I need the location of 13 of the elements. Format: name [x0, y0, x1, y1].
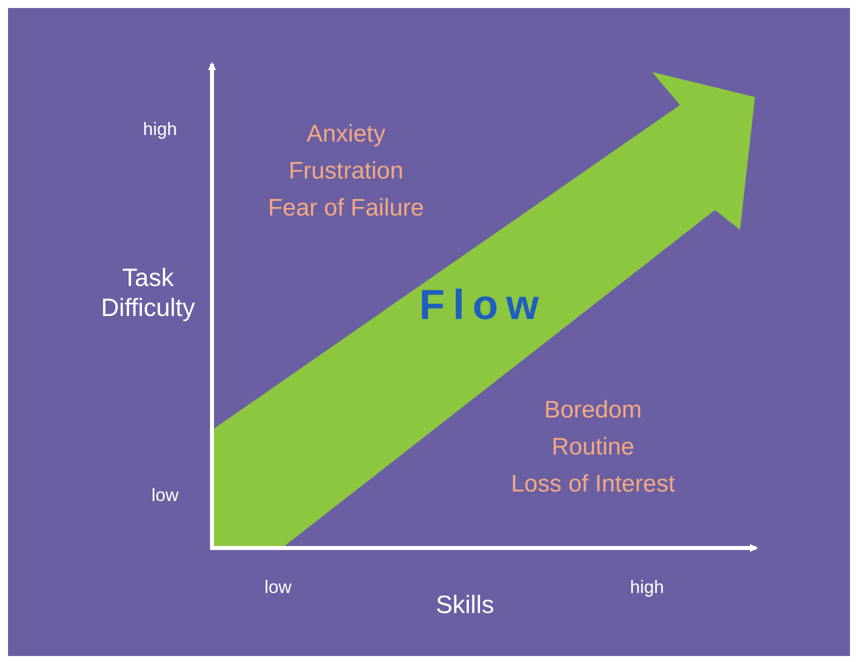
flow-label: Flow [419, 280, 547, 330]
tick-label: low [264, 577, 292, 599]
region-label: Anxiety [306, 120, 386, 150]
tick-label: high [630, 577, 664, 599]
region-label: Boredom [544, 396, 642, 426]
region-label: Routine [552, 434, 634, 462]
tick-label: high [142, 119, 178, 141]
axis-label: Skills [436, 590, 494, 620]
tick-label: low [152, 485, 178, 507]
region-label: Fear of Failure [268, 194, 424, 224]
region-label: Loss of Interest [510, 470, 676, 500]
axis-label: Task Difficulty [100, 263, 196, 323]
region-label: Frustration [288, 158, 404, 186]
